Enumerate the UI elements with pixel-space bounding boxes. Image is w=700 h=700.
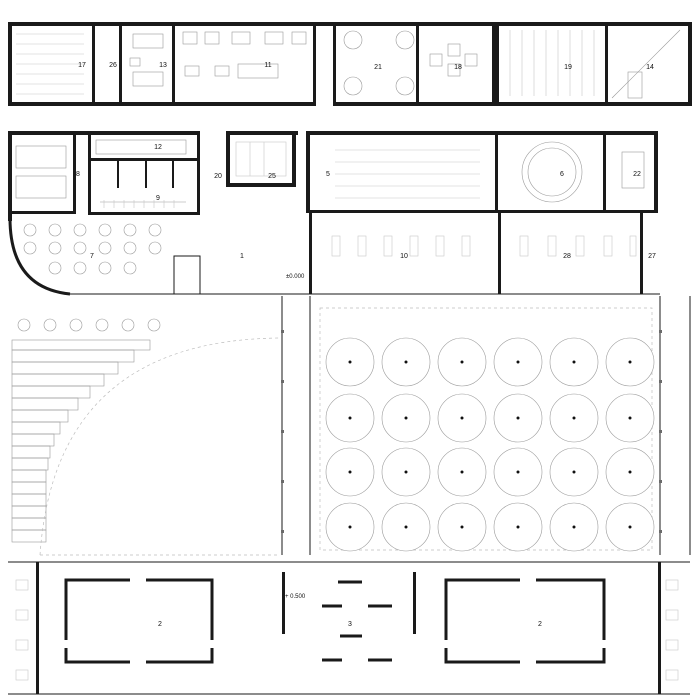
level-main: ±0.000	[286, 274, 305, 280]
room-label-3: 3	[348, 621, 352, 628]
room-label-2-right: 2	[538, 621, 542, 628]
room-label-5: 5	[326, 171, 330, 178]
room-label-10: 10	[400, 253, 408, 260]
level-raised: + 0.500	[285, 594, 306, 600]
courtyard	[11, 296, 691, 556]
room-label-27: 27	[648, 253, 656, 260]
room-label-21: 21	[374, 64, 382, 71]
room-label-13: 13	[159, 62, 167, 69]
room-label-2-left: 2	[158, 621, 162, 628]
room-label-1: 1	[240, 253, 244, 260]
room-label-26: 26	[109, 62, 117, 69]
room-label-6: 6	[560, 171, 564, 178]
room-label-11: 11	[264, 62, 271, 69]
tree-grid	[325, 337, 655, 552]
top-block: 17 26 13 11 21 18 19 14	[8, 22, 692, 106]
room-label-20: 20	[214, 173, 222, 180]
room-label-12: 12	[154, 144, 162, 151]
room-label-8: 8	[76, 171, 80, 178]
middle-block: 12 8 9 20 25 5 6 22	[8, 131, 658, 221]
room-label-22: 22	[633, 171, 641, 178]
room-label-18: 18	[454, 64, 462, 71]
room-label-25: 25	[268, 173, 276, 180]
room-label-19: 19	[564, 64, 572, 71]
bottom-gallery: 2 3 2 + 0.500	[8, 561, 690, 695]
room-label-17: 17	[78, 62, 86, 69]
room-label-28: 28	[563, 253, 571, 260]
room-label-14: 14	[646, 64, 654, 71]
room-label-9: 9	[156, 195, 160, 202]
room-label-7: 7	[90, 253, 94, 260]
lobby-row: 7 1 10 28 27 ±0.000	[8, 213, 660, 296]
